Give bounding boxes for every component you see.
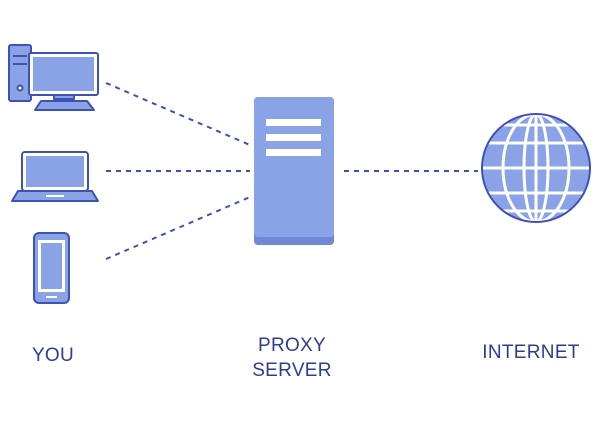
label-you: YOU	[8, 343, 98, 368]
label-proxy-server: PROXY SERVER	[222, 333, 362, 383]
server-icon	[254, 97, 334, 245]
laptop-icon	[11, 151, 99, 202]
server-slot-1	[266, 119, 321, 126]
label-internet: INTERNET	[466, 340, 596, 365]
desktop-computer-icon	[8, 44, 99, 111]
server-slot-3	[266, 149, 321, 156]
smartphone-icon	[33, 232, 70, 304]
connection-desktop-to-proxy	[105, 82, 251, 146]
label-proxy-line1: PROXY	[257, 335, 327, 356]
connection-phone-to-proxy	[105, 196, 251, 260]
server-slot-2	[266, 134, 321, 141]
globe-icon	[481, 112, 591, 224]
label-proxy-line2: SERVER	[252, 360, 332, 381]
label-internet-text: INTERNET	[482, 342, 580, 363]
label-you-text: YOU	[31, 345, 75, 366]
